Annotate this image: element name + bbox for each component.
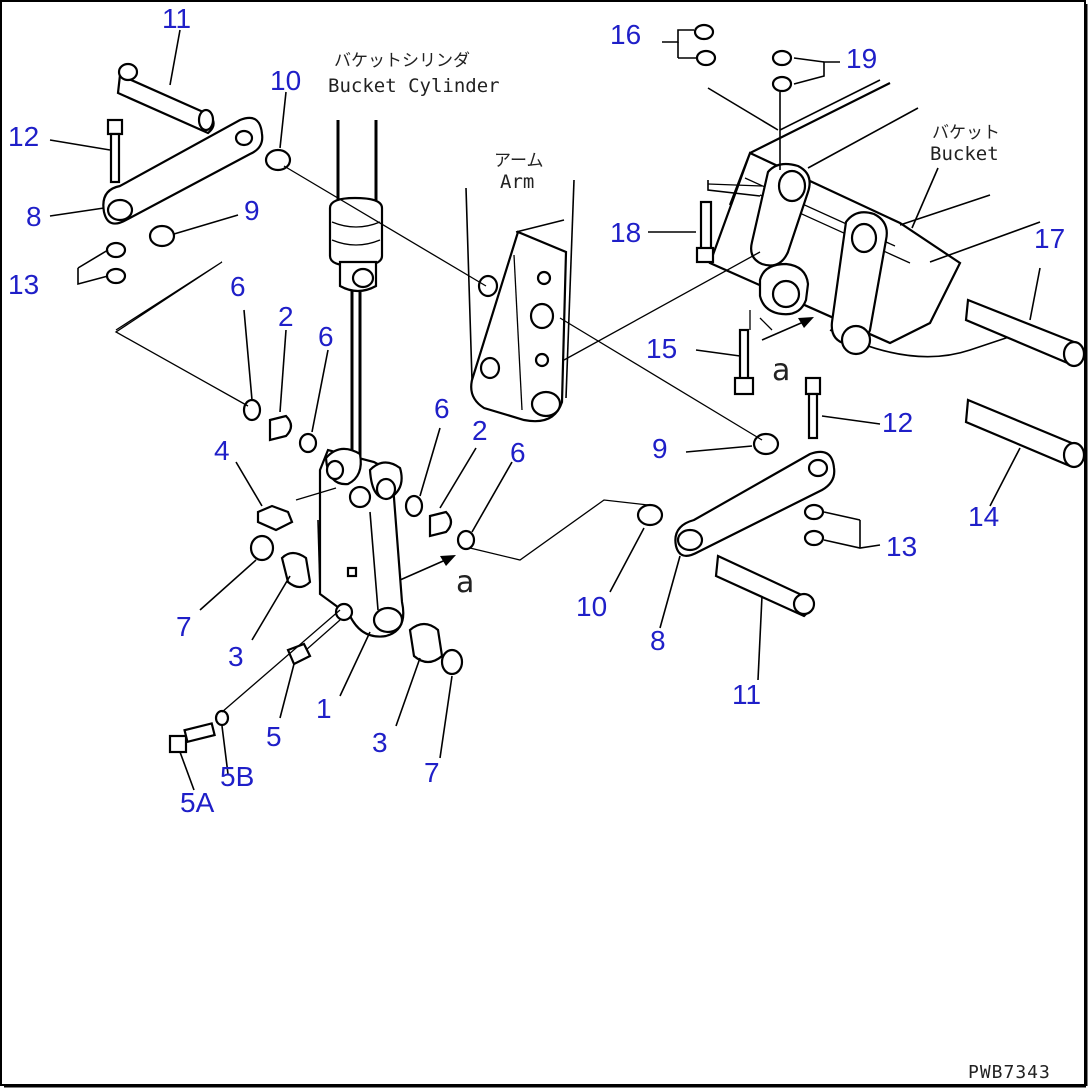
reference-arrow-right	[761, 317, 814, 341]
assembly-guides	[114, 165, 773, 713]
nuts-19	[771, 49, 793, 93]
callout-6: 6	[510, 437, 526, 468]
callout-5: 5	[266, 721, 282, 752]
leader-lines	[49, 29, 1041, 791]
callout-18: 18	[610, 217, 641, 248]
pin-14	[964, 398, 1086, 469]
shim-10-right	[636, 503, 664, 527]
nuts-13-left	[105, 241, 127, 285]
arm-label-en: Arm	[500, 171, 534, 193]
callout-6: 6	[318, 321, 334, 352]
callout-11: 11	[162, 3, 191, 34]
drawing-code: PWB7343	[968, 1062, 1051, 1083]
callout-1: 1	[316, 693, 332, 724]
callout-10: 10	[576, 591, 607, 622]
callout-9: 9	[652, 433, 668, 464]
washer-5b	[214, 709, 230, 727]
reference-label-a-right: a	[772, 353, 790, 388]
callout-7: 7	[424, 757, 440, 788]
bucket	[708, 79, 1041, 358]
bolt-12-left	[106, 118, 124, 184]
callout-3: 3	[228, 641, 244, 672]
callout-19: 19	[846, 43, 877, 74]
nuts-13-right	[803, 503, 825, 547]
pin-11-right	[714, 554, 816, 618]
bolt-18	[695, 200, 715, 264]
seals-bushings-left	[242, 398, 318, 454]
callouts: 11 10 12 8 9 13 6 2 6 4 7 3 5 5A 5B 1 3 …	[8, 3, 1065, 818]
bucket-label-jp: バケット	[932, 123, 1000, 143]
callout-6: 6	[434, 393, 450, 424]
bucket-label-en: Bucket	[930, 143, 999, 165]
pin-17	[964, 298, 1086, 368]
callout-13: 13	[8, 269, 39, 300]
bolt-5a	[168, 722, 216, 754]
callout-15: 15	[646, 333, 677, 364]
callout-11: 11	[732, 679, 761, 710]
bucket-cylinder-label-jp: バケットシリンダ	[334, 51, 470, 71]
callout-2: 2	[472, 415, 488, 446]
callout-3: 3	[372, 727, 388, 758]
callout-16: 16	[610, 19, 641, 50]
nuts-16	[693, 23, 717, 67]
bucket-cylinder-label-en: Bucket Cylinder	[328, 75, 500, 97]
callout-5b: 5B	[220, 761, 254, 792]
bolt-12-right	[804, 376, 822, 440]
link-8-right	[674, 450, 836, 557]
callout-6: 6	[230, 271, 246, 302]
reference-label-a-left: a	[456, 565, 474, 600]
grease-fitting-5	[286, 642, 312, 666]
bushing-3-right	[408, 622, 444, 664]
seals-bushings-right	[404, 494, 476, 551]
shim-10-left	[264, 148, 292, 172]
link-assembly	[317, 447, 405, 638]
arm	[465, 179, 575, 423]
callout-14: 14	[968, 501, 999, 532]
bucket-cylinder	[328, 120, 384, 460]
callout-5a: 5A	[180, 787, 215, 818]
pin-11-left	[116, 62, 215, 135]
callout-17: 17	[1034, 223, 1065, 254]
ring-7-left	[249, 534, 275, 562]
link-8-left	[102, 116, 264, 225]
callout-4: 4	[214, 435, 230, 466]
grease-fitting-4	[256, 504, 294, 532]
ring-7-right	[440, 648, 464, 676]
reference-arrow-left	[399, 555, 456, 581]
arm-label-jp: アーム	[494, 151, 543, 171]
callout-8: 8	[26, 201, 42, 232]
callout-8: 8	[650, 625, 666, 656]
callout-7: 7	[176, 611, 192, 642]
callout-10: 10	[270, 65, 301, 96]
callout-9: 9	[244, 195, 260, 226]
shim-9-left	[148, 224, 176, 248]
bolt-15	[733, 328, 755, 396]
callout-13: 13	[886, 531, 917, 562]
callout-12: 12	[882, 407, 913, 438]
callout-2: 2	[278, 301, 294, 332]
callout-12: 12	[8, 121, 39, 152]
